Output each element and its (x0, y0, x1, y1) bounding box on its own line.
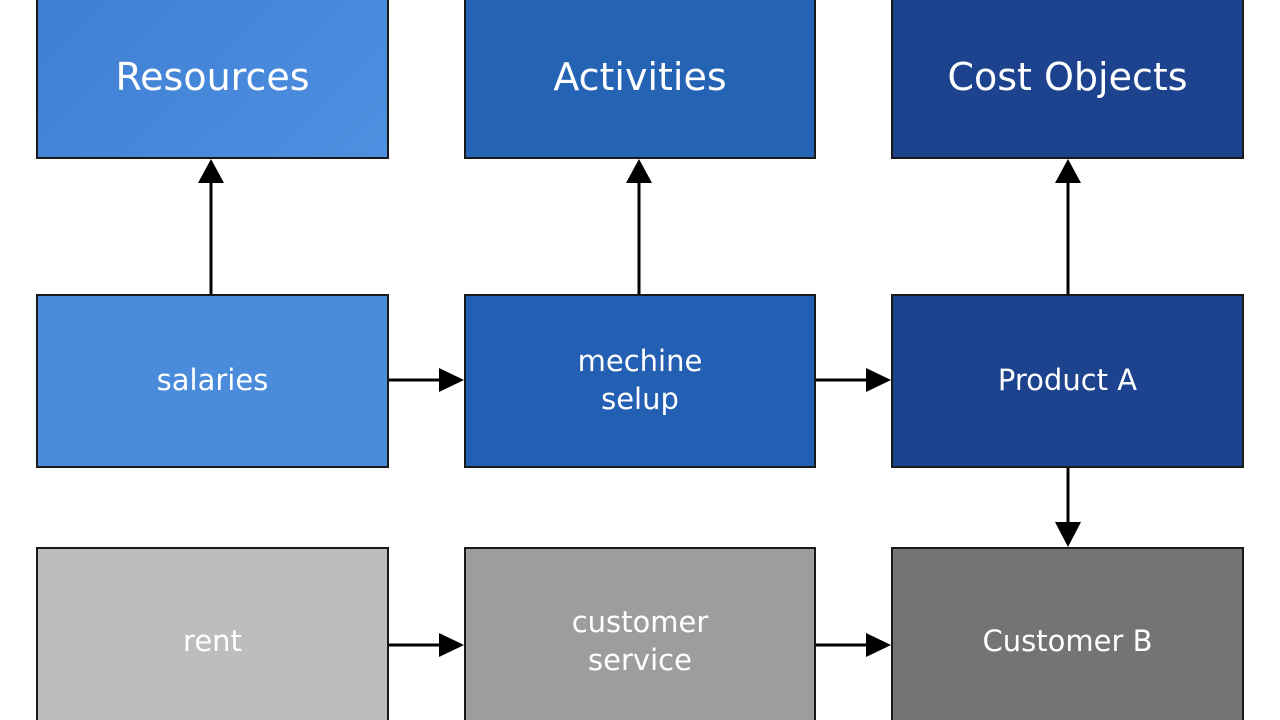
customer-service-box: customer service (464, 547, 816, 720)
customer-service-label: customer service (571, 605, 709, 677)
resources-header-box: Resources (36, 0, 389, 159)
customer-b-box: Customer B (891, 547, 1244, 720)
product-a-label: Product A (997, 363, 1138, 398)
arrow-salaries-to-resources (198, 159, 224, 294)
machine-setup-label: mechine selup (577, 344, 703, 416)
resources-header-label: Resources (115, 54, 310, 99)
activities-header-box: Activities (464, 0, 816, 159)
machine-setup-box: mechine selup (464, 294, 816, 468)
arrow-rent-to-customer-service (389, 633, 464, 657)
product-a-box: Product A (891, 294, 1244, 468)
rent-box: rent (36, 547, 389, 720)
arrow-machine-setup-to-activities (626, 159, 652, 294)
salaries-box: salaries (36, 294, 389, 468)
arrow-product-a-to-customer-b (1055, 468, 1081, 547)
arrow-salaries-to-machine-setup (389, 368, 464, 392)
cost-objects-header-box: Cost Objects (891, 0, 1244, 159)
cost-objects-header-label: Cost Objects (947, 54, 1188, 99)
activities-header-label: Activities (553, 54, 727, 99)
arrow-product-a-to-cost-objects (1055, 159, 1081, 294)
customer-b-label: Customer B (982, 624, 1153, 659)
salaries-label: salaries (156, 363, 269, 398)
arrow-customer-service-to-customer-b (816, 633, 891, 657)
rent-label: rent (183, 624, 242, 659)
arrow-machine-setup-to-product-a (816, 368, 891, 392)
